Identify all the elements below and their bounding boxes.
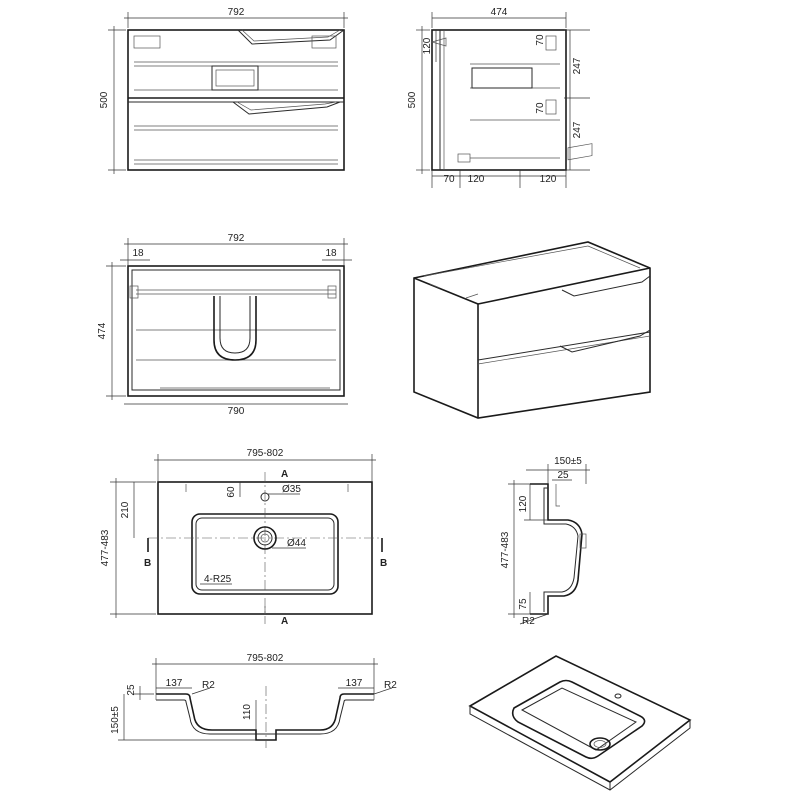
basin-drain-hole-label: Ø44: [287, 538, 306, 549]
basin-top-view: 795-802 477-483 210 60 Ø35 Ø44 4-R25 A A…: [100, 448, 387, 627]
section-a-bottom-label: A: [281, 616, 288, 627]
basin-side-overall-label: 477-483: [500, 531, 511, 568]
basin-side-height-label: 150±5: [554, 456, 582, 467]
basin-width-label: 795-802: [247, 448, 284, 459]
front-section-rim-label: 25: [126, 684, 137, 696]
top-view: 792 18 18 474 790: [97, 233, 352, 417]
front-height-label: 500: [99, 91, 110, 108]
basin-height-label: 477-483: [100, 529, 111, 566]
basin-front-section: 795-802 137 137 R2 R2 25 150±5 110: [110, 653, 397, 748]
front-section-width-label: 795-802: [247, 653, 284, 664]
front-width-label: 792: [228, 7, 245, 18]
basin-side-bottom-label: 75: [518, 598, 529, 610]
cabinet-isometric: [413, 143, 651, 419]
side-height-label: 500: [407, 91, 418, 108]
front-section-radius-right-label: R2: [384, 680, 397, 691]
side-gap-top-label: 70: [535, 34, 546, 46]
basin-tap-offset-label: 210: [120, 501, 131, 518]
side-top-offset-label: 120: [422, 37, 433, 54]
front-section-right-ledge-label: 137: [346, 678, 363, 689]
section-b-left-label: B: [144, 558, 151, 569]
front-section-radius-left-label: R2: [202, 680, 215, 691]
basin-isometric: [468, 655, 692, 791]
side-drawer-bottom-label: 247: [572, 121, 583, 138]
side-bottom-left-label: 70: [443, 174, 455, 185]
side-bottom-right-label: 120: [540, 174, 557, 185]
front-view: 792 500: [99, 7, 348, 174]
top-bottom-width-label: 790: [228, 406, 245, 417]
side-depth-label: 474: [491, 7, 508, 18]
front-section-depth-label: 110: [242, 704, 253, 720]
side-gap-bottom-label: 70: [535, 102, 546, 114]
basin-corner-radius-label: 4-R25: [204, 574, 232, 585]
section-b-right-label: B: [380, 558, 387, 569]
basin-side-section: 150±5 25 120 477-483 75 R2: [500, 456, 590, 627]
top-side-right-label: 18: [325, 248, 337, 259]
top-side-left-label: 18: [132, 248, 144, 259]
side-bottom-mid-label: 120: [468, 174, 485, 185]
basin-side-top-label: 120: [518, 495, 529, 512]
basin-side-radius-label: R2: [522, 616, 535, 627]
top-width-label: 792: [228, 233, 245, 244]
front-section-left-ledge-label: 137: [166, 678, 183, 689]
section-a-top-label: A: [281, 469, 288, 480]
side-view: 474 500 120 70 247 70 247 70 120 120: [407, 7, 590, 188]
side-drawer-top-label: 247: [572, 57, 583, 74]
top-depth-label: 474: [97, 322, 108, 339]
basin-tap-edge-label: 60: [226, 486, 237, 498]
front-section-height-label: 150±5: [110, 706, 121, 734]
basin-side-rim-label: 25: [557, 470, 569, 481]
basin-tap-hole-label: Ø35: [282, 484, 301, 495]
